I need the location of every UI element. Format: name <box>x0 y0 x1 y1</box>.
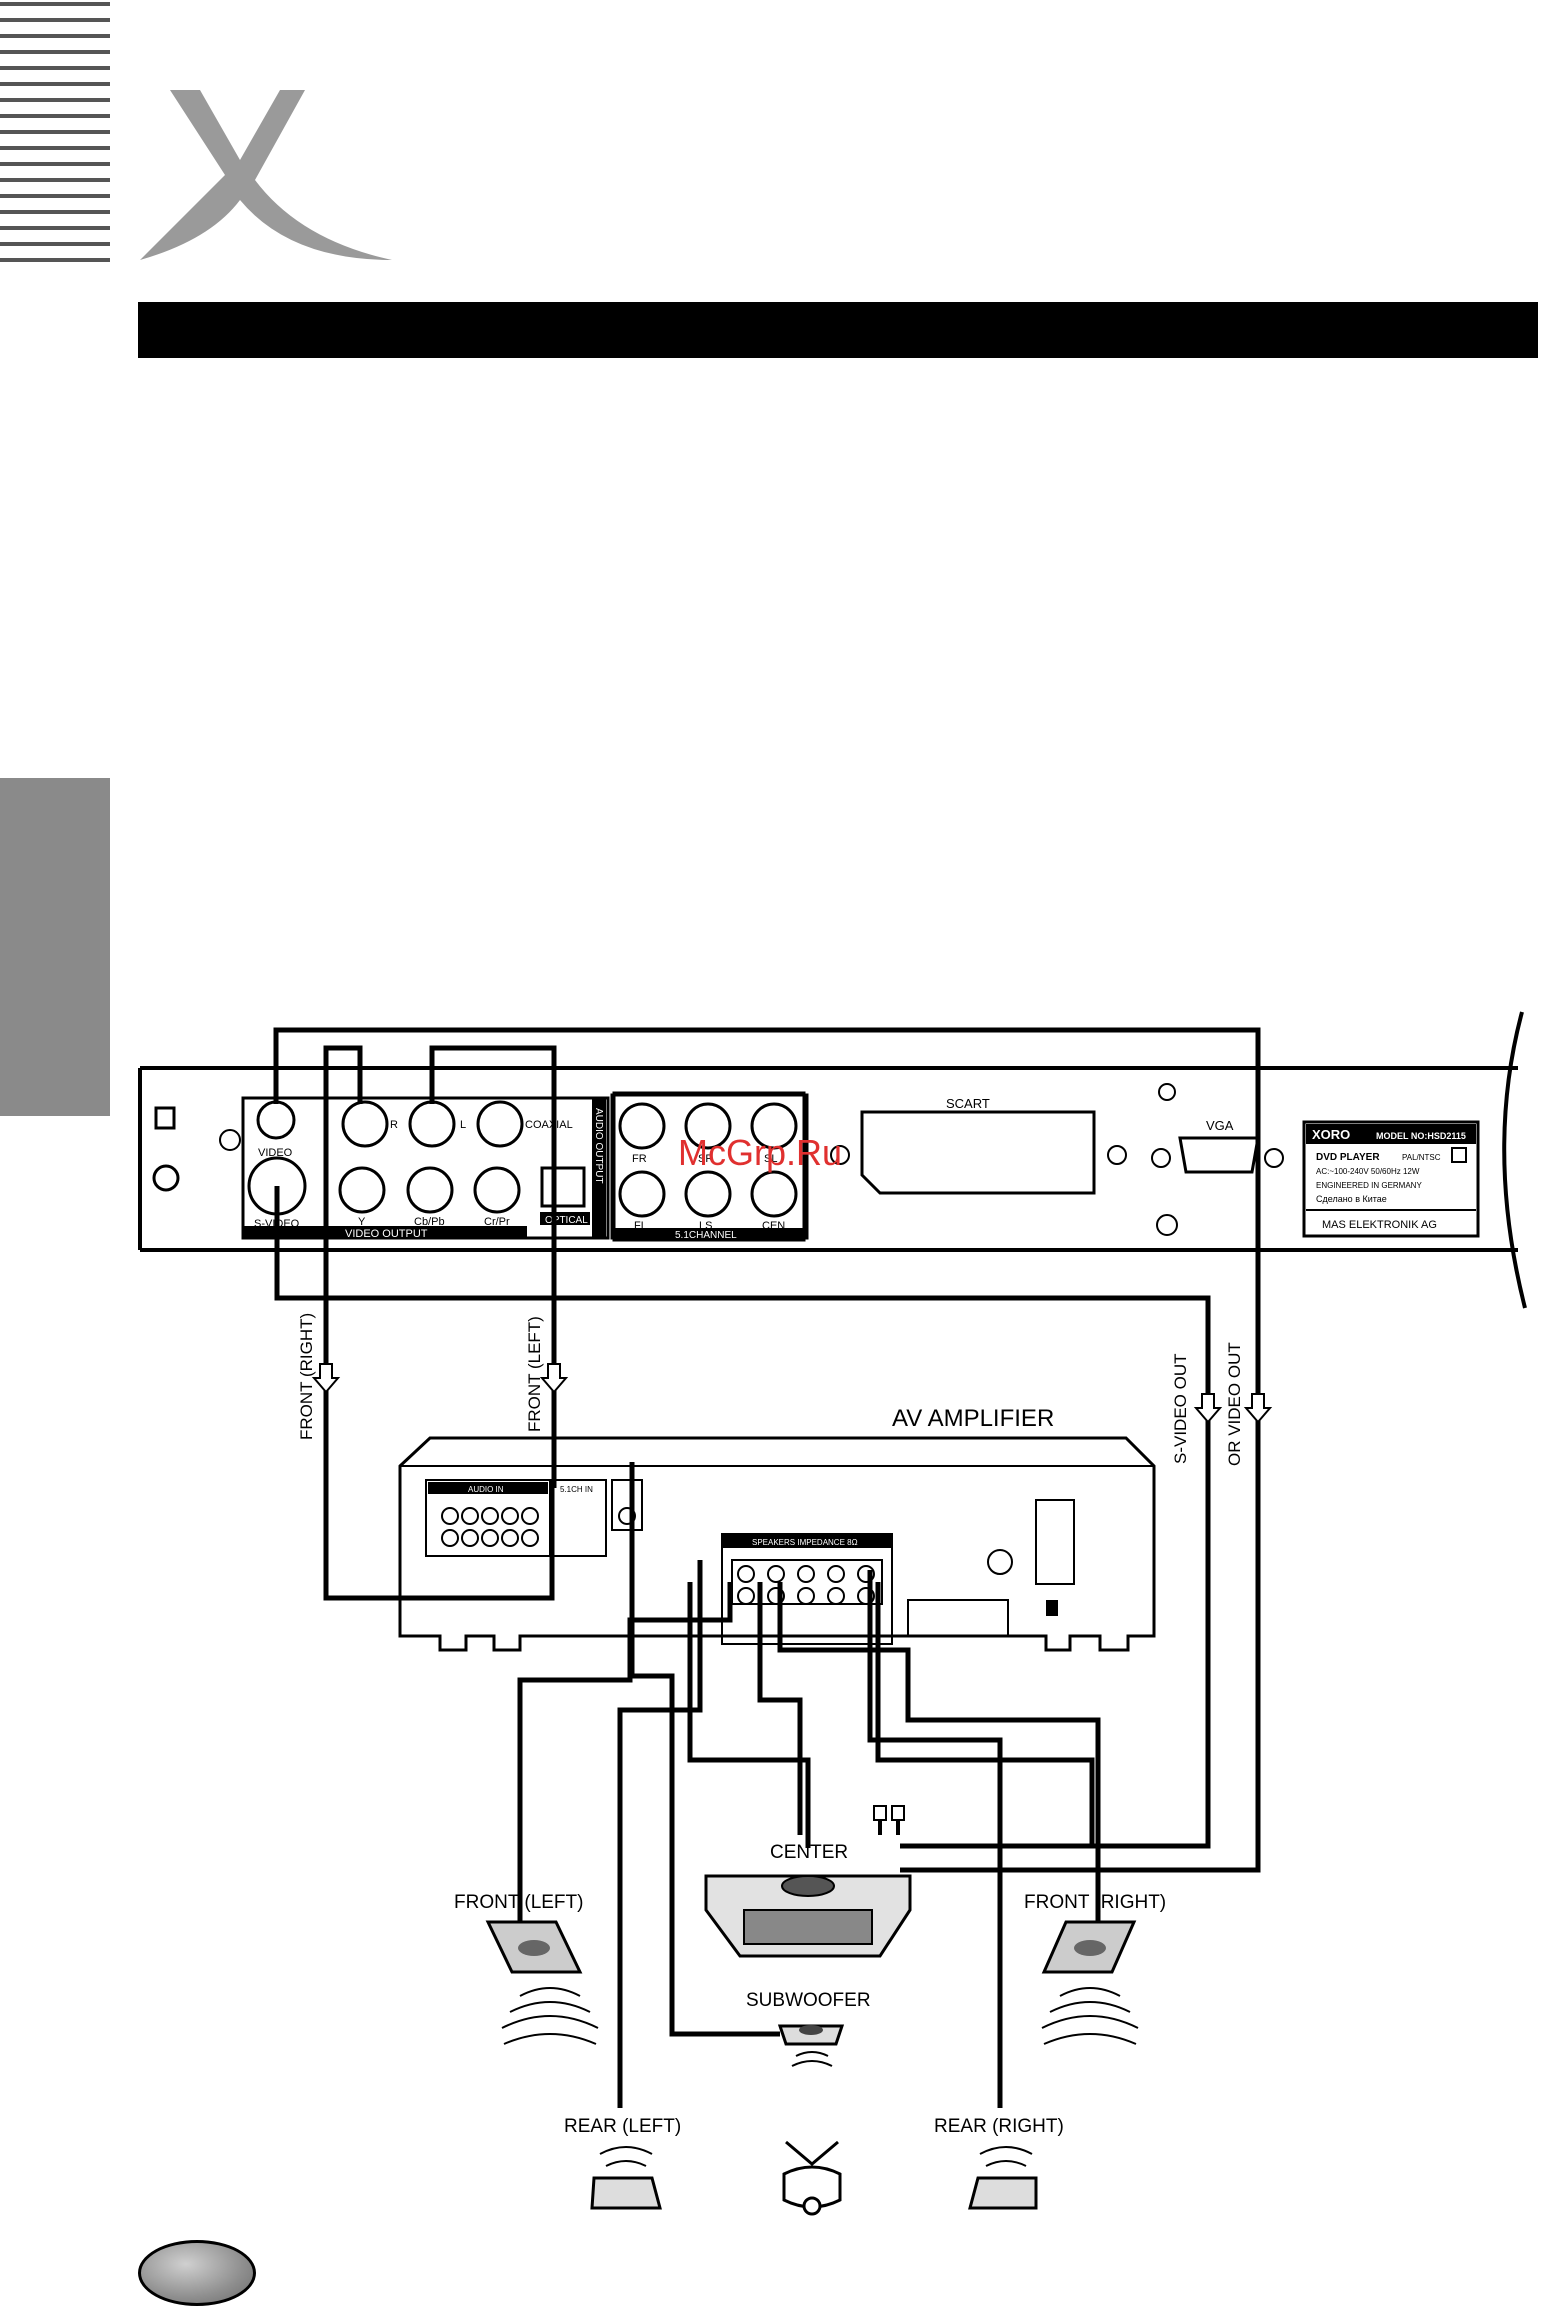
cables <box>273 1027 1261 2108</box>
subwoofer-label: SUBWOOFER <box>746 1990 871 2011</box>
header-stripes <box>0 0 110 270</box>
speakers-impedance-label: SPEAKERS IMPEDANCE 8Ω <box>752 1538 858 1547</box>
xoro-logo: X <box>140 90 392 260</box>
front-left-speaker-label: FRONT (LEFT) <box>454 1892 583 1913</box>
cbpb-jack-label: Cb/Pb <box>414 1216 445 1228</box>
svideo-out-cable-label: S-VIDEO OUT <box>1171 1353 1190 1464</box>
audio-output-label: AUDIO OUTPUT <box>593 1108 604 1184</box>
rear-right-speaker-label: REAR (RIGHT) <box>934 2116 1064 2137</box>
label-brand: XORO <box>1312 1127 1350 1142</box>
label-system: PAL/NTSC <box>1402 1153 1441 1162</box>
front-right-cable-label: FRONT (RIGHT) <box>297 1313 316 1440</box>
av-amplifier: AV AMPLIFIER AUDIO IN 5.1CH IN SPEAKERS … <box>398 1405 1156 1652</box>
coaxial-label: COAXIAL <box>525 1119 573 1131</box>
or-video-out-cable-label: OR VIDEO OUT <box>1225 1342 1244 1466</box>
rear-left-speaker-label: REAR (LEFT) <box>564 2116 681 2137</box>
label-engineered: ENGINEERED IN GERMANY <box>1316 1181 1422 1190</box>
audio-l-label: L <box>460 1119 466 1131</box>
audio-r-label: R <box>390 1119 398 1131</box>
center-speaker-label: CENTER <box>770 1842 848 1863</box>
audio-in-label: AUDIO IN <box>468 1485 504 1494</box>
vga-label: VGA <box>1206 1118 1234 1133</box>
front-left-cable-label: FRONT (LEFT) <box>525 1316 544 1432</box>
channel51-label: 5.1CHANNEL <box>675 1230 737 1241</box>
sl-jack-label: SL <box>764 1153 777 1165</box>
label-model: MODEL NO:HSD2115 <box>1376 1131 1466 1141</box>
page-number-badge <box>138 2240 256 2306</box>
label-product: DVD PLAYER <box>1316 1152 1380 1163</box>
crpr-jack-label: Cr/Pr <box>484 1216 510 1228</box>
side-tab <box>0 778 110 1116</box>
dvd-player-back-panel: VIDEO S-VIDEO R L COAXIAL Y Cb/Pb Cr/Pr … <box>138 1011 1527 1309</box>
speaker-set: CENTER FRONT (LEFT) FRONT (RIGHT) SUBWOO… <box>454 1805 1166 2216</box>
optical-label: OPTICAL <box>545 1215 588 1226</box>
amplifier-title: AV AMPLIFIER <box>892 1405 1054 1432</box>
ch51-in-label: 5.1CH IN <box>560 1485 593 1494</box>
listener-icon <box>782 2140 842 2216</box>
label-company: MAS ELEKTRONIK AG <box>1322 1219 1437 1231</box>
front-right-speaker-label: FRONT (RIGHT) <box>1024 1892 1166 1913</box>
title-bar-dots <box>1468 303 1538 355</box>
video-jack-label: VIDEO <box>258 1147 293 1159</box>
video-output-label: VIDEO OUTPUT <box>345 1228 428 1240</box>
y-jack-label: Y <box>358 1216 366 1228</box>
section-title-bar <box>138 302 1538 358</box>
watermark-text: McGrp.Ru <box>678 1132 843 1173</box>
fr-jack-label: FR <box>632 1153 647 1165</box>
sr-jack-label: SR <box>698 1153 713 1165</box>
label-power: AC:~100-240V 50/60Hz 12W <box>1316 1167 1420 1176</box>
label-made-in: Сделано в Китае <box>1316 1194 1387 1204</box>
scart-label: SCART <box>946 1096 990 1111</box>
direction-arrows <box>311 1363 1273 1424</box>
